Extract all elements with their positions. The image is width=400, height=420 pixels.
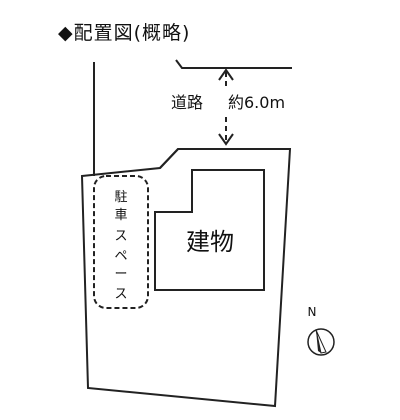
parking-label-char-4: ペ <box>114 249 127 264</box>
road-edge-far <box>175 59 292 69</box>
building-outline <box>154 169 265 291</box>
parking-label-char-3: ス <box>114 229 127 244</box>
road-width-label: 約6.0m <box>228 93 285 112</box>
north-arrow-icon <box>307 328 335 356</box>
building-label: 建物 <box>186 228 234 256</box>
road-width-dimension <box>218 68 234 146</box>
road-label: 道路 <box>171 93 203 112</box>
parking-label-char-6: ス <box>114 287 127 302</box>
parking-label-char-1: 駐 <box>114 190 127 205</box>
parking-label-char-5: ー <box>114 267 127 282</box>
parking-label-char-2: 車 <box>114 208 127 223</box>
north-label: N <box>308 305 317 319</box>
diagram-title: ◆配置図(概略) <box>58 22 191 44</box>
lot-outline <box>80 148 292 408</box>
road-edge-near <box>159 148 290 169</box>
